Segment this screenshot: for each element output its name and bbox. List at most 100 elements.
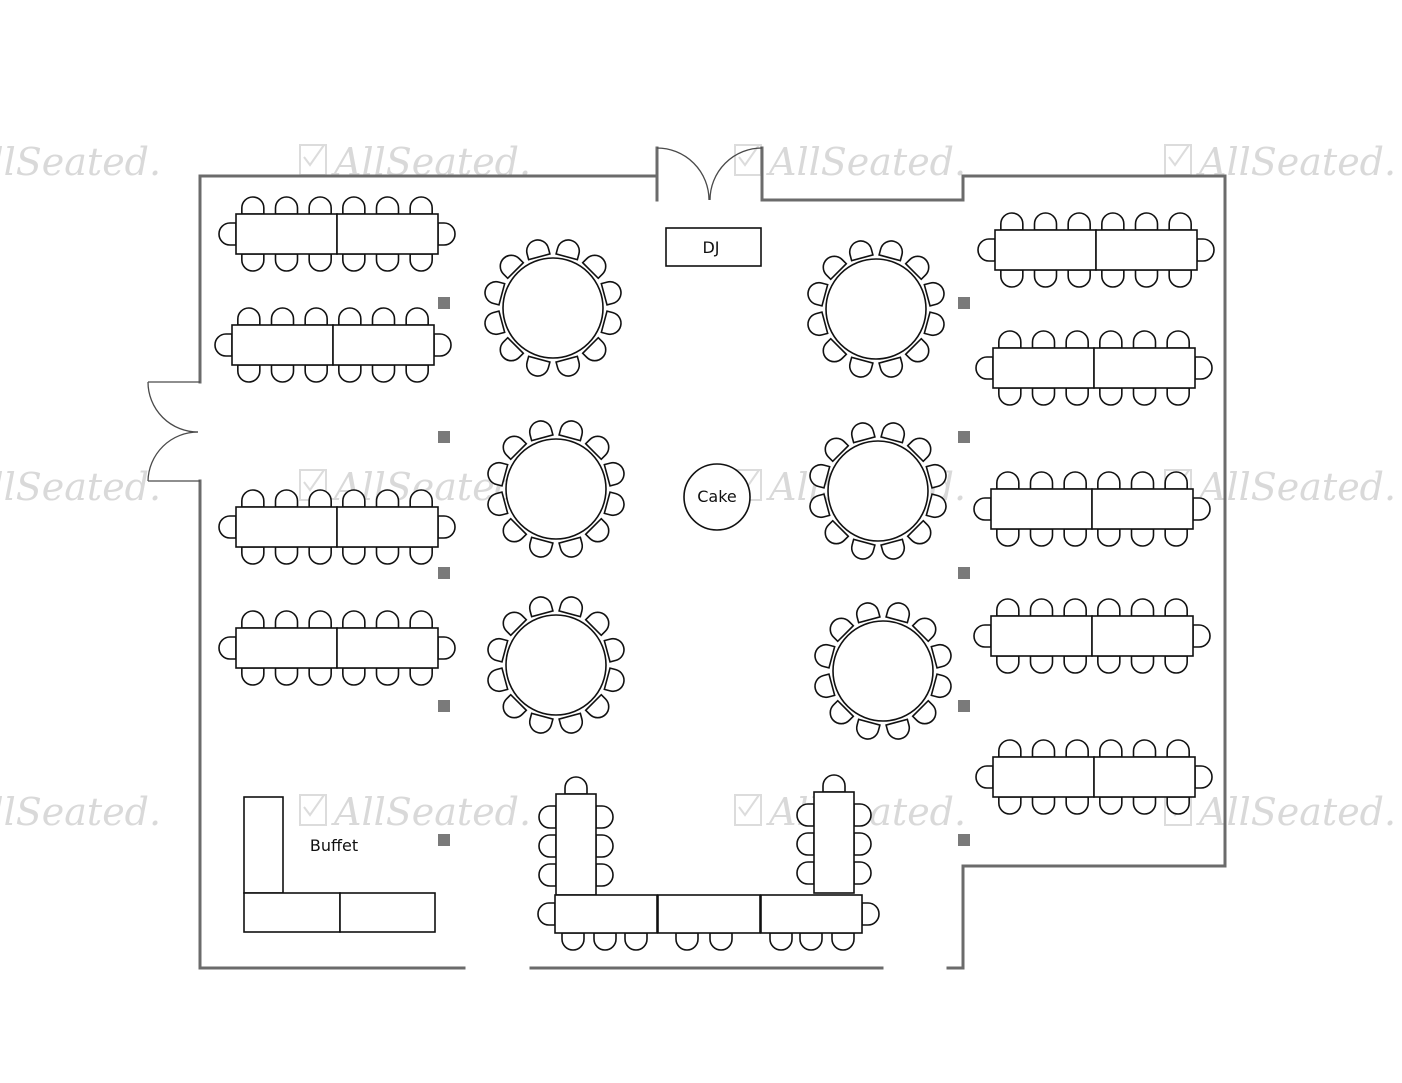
dj-label: DJ xyxy=(702,238,719,257)
chair-seat xyxy=(564,776,588,795)
round-chair xyxy=(822,337,848,363)
watermark-layer: AllSeated.AllSeated.AllSeated.AllSeated.… xyxy=(0,140,1396,834)
round-table-2 xyxy=(487,420,625,558)
chair-seat xyxy=(342,546,366,565)
chair-seat xyxy=(1031,739,1056,758)
head-table-left-leg xyxy=(555,793,597,896)
banquet-chair-right-end xyxy=(1192,624,1211,648)
watermark-text: AllSeated. xyxy=(1196,465,1396,509)
round-chair xyxy=(558,536,584,558)
banquet-chair-left-end xyxy=(973,497,992,521)
chair-seat xyxy=(1132,387,1157,406)
banquet-left-1 xyxy=(218,196,456,272)
chair-seat xyxy=(1097,655,1121,674)
round-chair xyxy=(603,667,625,693)
chair-seat xyxy=(1101,269,1125,288)
round-chair xyxy=(822,255,848,281)
cake-table xyxy=(683,463,751,531)
banquet-chair-top xyxy=(409,196,433,215)
banquet-chair-bottom xyxy=(1097,528,1121,547)
chair-seat xyxy=(1033,212,1058,231)
chair-seat xyxy=(409,253,433,272)
banquet-chair-top xyxy=(1166,330,1190,349)
pillar xyxy=(958,567,970,579)
chair-seat xyxy=(885,718,911,740)
round-chair xyxy=(850,538,876,560)
banquet-chair-right-end xyxy=(433,333,452,357)
watermark: AllSeated. xyxy=(0,790,161,834)
chair-seat xyxy=(342,489,366,508)
banquet-chair-bottom xyxy=(1067,269,1091,288)
round-chair xyxy=(555,355,581,377)
chair-seat xyxy=(973,497,992,521)
round-chair xyxy=(584,435,610,461)
round-chair xyxy=(855,602,881,624)
head-chair xyxy=(709,932,733,951)
head-chair xyxy=(537,902,556,926)
chair-seat xyxy=(308,610,332,629)
chair-seat xyxy=(595,805,614,829)
chair-seat xyxy=(975,356,994,380)
banquet-table-left xyxy=(990,615,1093,657)
chair-seat xyxy=(1164,471,1188,490)
chair-seat xyxy=(1164,598,1188,617)
banquet-chair-bottom xyxy=(1033,269,1058,288)
chair-seat xyxy=(270,364,295,383)
buffet-table-vertical xyxy=(243,796,284,894)
chair-seat xyxy=(814,673,836,699)
chair-seat xyxy=(1164,528,1188,547)
banquet-chair-top xyxy=(1097,598,1121,617)
banquet-chair-top xyxy=(1033,212,1058,231)
banquet-left-4 xyxy=(218,610,456,686)
banquet-chair-top xyxy=(996,598,1020,617)
chair-seat xyxy=(973,624,992,648)
round-chair xyxy=(499,254,525,280)
banquet-table-left xyxy=(992,756,1095,798)
round-chair xyxy=(499,336,525,362)
round-chair xyxy=(855,718,881,740)
chair-seat xyxy=(855,718,881,740)
round-chair xyxy=(484,280,506,306)
round-chair xyxy=(911,699,937,725)
cake-label: Cake xyxy=(697,487,737,506)
chair-seat xyxy=(853,861,872,885)
banquet-chair-left-end xyxy=(975,356,994,380)
furniture xyxy=(214,196,1215,951)
side-door-top-leaf xyxy=(147,381,200,433)
banquet-chair-bottom xyxy=(998,387,1022,406)
banquet-chair-top xyxy=(338,307,362,326)
round-chair xyxy=(824,519,850,545)
top-door-left-leaf xyxy=(656,147,710,201)
banquet-chair-bottom xyxy=(998,796,1022,815)
banquet-chair-top xyxy=(405,307,429,326)
chair-seat xyxy=(371,364,396,383)
banquet-chair-bottom xyxy=(237,364,261,383)
banquet-chair-top xyxy=(375,610,400,629)
chair-seat xyxy=(911,699,937,725)
chair-seat xyxy=(824,519,850,545)
chair-seat xyxy=(829,617,855,643)
buffet-label: Buffet xyxy=(310,836,358,855)
banquet-chair-bottom xyxy=(1029,655,1054,674)
banquet-chair-top xyxy=(1168,212,1192,231)
chair-seat xyxy=(487,491,509,517)
chair-seat xyxy=(525,239,551,261)
chair-seat xyxy=(342,667,366,686)
chair-seat xyxy=(998,796,1022,815)
top-door-right-leaf xyxy=(709,147,763,201)
chair-seat xyxy=(1097,598,1121,617)
chair-seat xyxy=(829,699,855,725)
chair-seat xyxy=(241,489,265,508)
round-chair xyxy=(848,240,874,262)
chair-seat xyxy=(1029,528,1054,547)
banquet-chair-top xyxy=(237,307,261,326)
round-chair xyxy=(603,637,625,663)
pillar xyxy=(958,700,970,712)
head-table-right-leg xyxy=(813,791,855,894)
chair-seat xyxy=(603,491,625,517)
round-chair xyxy=(911,617,937,643)
chair-seat xyxy=(581,254,607,280)
chair-seat xyxy=(880,422,906,444)
chair-seat xyxy=(584,435,610,461)
banquet-chair-bottom xyxy=(274,667,299,686)
